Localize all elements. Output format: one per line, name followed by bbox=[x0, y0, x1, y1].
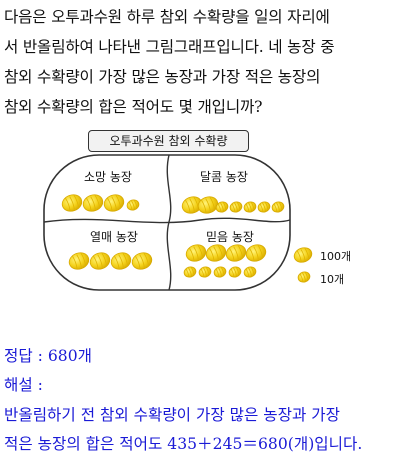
melon-100-icon bbox=[197, 196, 219, 214]
farm-label-yeolmae: 열매 농장 bbox=[90, 230, 138, 244]
explanation-label: 해설 : bbox=[4, 376, 43, 394]
legend-melon-100-icon bbox=[293, 247, 313, 263]
farm-label-dalkom: 달콤 농장 bbox=[200, 170, 248, 184]
melon-10-icon bbox=[257, 201, 271, 213]
answer-line: 정답 : 680개 bbox=[4, 347, 92, 365]
melon-100-icon bbox=[245, 244, 267, 262]
melon-100-icon bbox=[205, 244, 227, 262]
melon-10-icon bbox=[229, 201, 243, 213]
melon-100-icon bbox=[181, 196, 203, 214]
melon-10-icon bbox=[243, 201, 257, 213]
legend-label-10: 10개 bbox=[320, 273, 345, 286]
farm-label-mideum: 믿음 농장 bbox=[206, 230, 254, 244]
melon-100-icon bbox=[61, 194, 83, 212]
question-line: 다음은 오투과수원 하루 참외 수확량을 일의 자리에 bbox=[4, 8, 330, 26]
melon-100-icon bbox=[82, 194, 104, 212]
melon-100-icon bbox=[131, 252, 153, 270]
legend-melon-10-icon bbox=[297, 271, 311, 283]
question-line: 서 반올림하여 나타낸 그림그래프입니다. 네 농장 중 bbox=[4, 38, 335, 56]
melon-10-icon bbox=[243, 266, 257, 278]
question-line: 참외 수확량의 합은 적어도 몇 개입니까? bbox=[4, 98, 263, 116]
legend-label-100: 100개 bbox=[320, 250, 352, 263]
melon-100-icon bbox=[185, 244, 207, 262]
explanation-line: 반올림하기 전 참외 수확량이 가장 많은 농장과 가장 bbox=[4, 406, 340, 424]
horizontal-divider bbox=[43, 217, 291, 224]
melon-100-icon bbox=[103, 194, 125, 212]
melon-10-icon bbox=[126, 199, 140, 211]
melon-100-icon bbox=[225, 244, 247, 262]
melon-100-icon bbox=[89, 252, 111, 270]
melon-10-icon bbox=[198, 266, 212, 278]
graph-title: 오투과수원 참외 수확량 bbox=[88, 130, 249, 152]
melon-10-icon bbox=[183, 266, 197, 278]
melon-10-icon bbox=[228, 266, 242, 278]
question-line: 참외 수확량이 가장 많은 농장과 가장 적은 농장의 bbox=[4, 68, 321, 86]
melon-10-icon bbox=[271, 201, 285, 213]
melon-100-icon bbox=[110, 252, 132, 270]
explanation-line: 적은 농장의 합은 적어도 435＋245＝680(개)입니다. bbox=[4, 435, 363, 453]
melon-10-icon bbox=[215, 201, 229, 213]
farm-label-somang: 소망 농장 bbox=[84, 170, 132, 184]
question-text: 다음은 오투과수원 하루 참외 수확량을 일의 자리에 서 반올림하여 나타낸 … bbox=[4, 2, 398, 122]
melon-100-icon bbox=[68, 252, 90, 270]
melon-10-icon bbox=[213, 266, 227, 278]
